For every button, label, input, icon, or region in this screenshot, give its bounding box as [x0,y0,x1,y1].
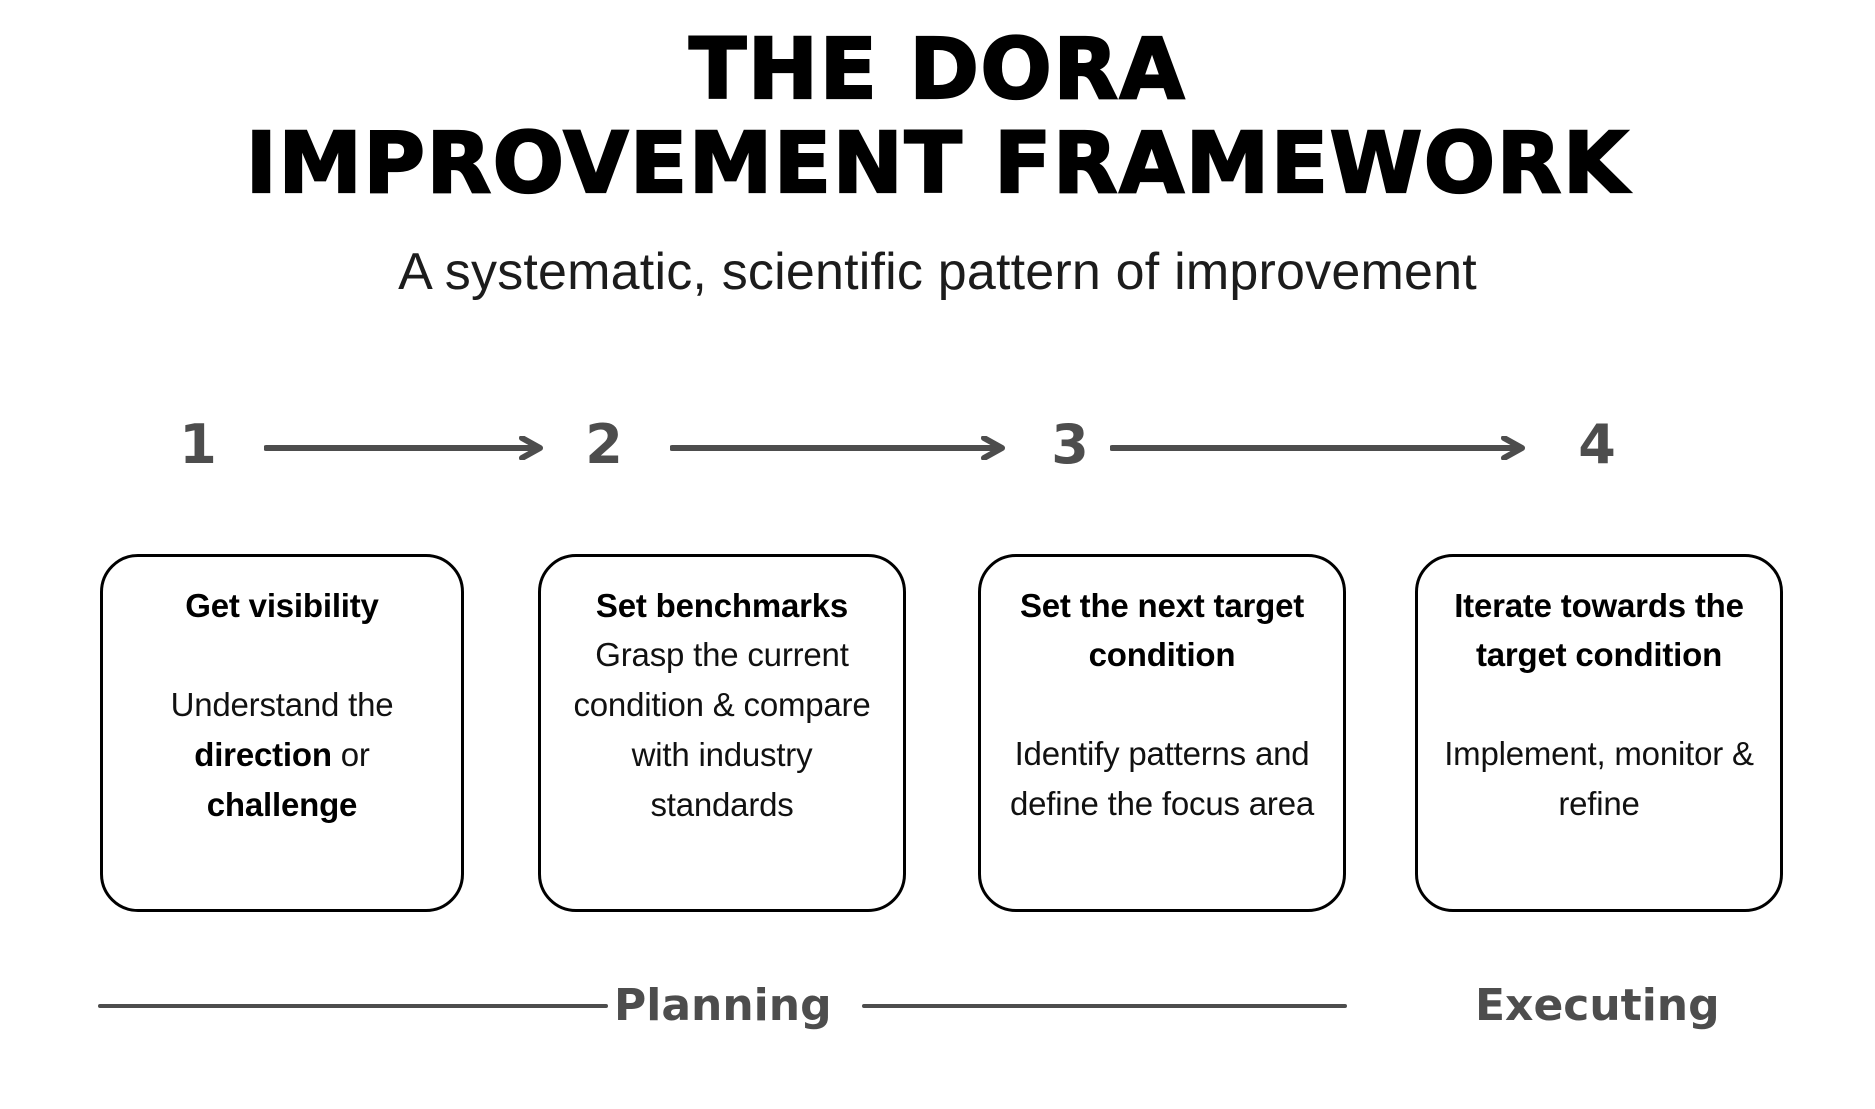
framework-card-2[interactable]: Set benchmarks Grasp the current conditi… [538,554,906,912]
step-number-2: 2 [585,413,623,476]
step-arrow-3-to-4 [1110,436,1530,460]
card-4-heading: Iterate towards the target condition [1454,587,1744,673]
card-1-body-line-1: Understand the [170,686,394,723]
card-1-heading: Get visibility [185,587,379,624]
page-title-line-2: IMPROVEMENT FRAMEWORK [244,114,1630,213]
steps-progression: 1 2 3 4 [0,408,1875,494]
card-1-body: Understand the direction or challenge [171,680,394,830]
card-4-body: Implement, monitor & refine [1444,735,1754,822]
step-number-4: 4 [1578,413,1616,476]
phase-label-executing: Executing [1475,980,1720,1031]
card-1-body-bold-direction: direction [194,736,332,773]
page-header: THE DORA IMPROVEMENT FRAMEWORK A systema… [0,0,1875,301]
card-1-body-conjunction: or [331,736,370,773]
card-3-heading: Set the next target condition [1019,587,1305,673]
phase-bar: Planning Executing [0,975,1875,1045]
framework-card-3[interactable]: Set the next target condition Identify p… [978,554,1346,912]
framework-card-4[interactable]: Iterate towards the target condition Imp… [1415,554,1783,912]
page-title: THE DORA IMPROVEMENT FRAMEWORK [0,0,1875,213]
framework-card-1[interactable]: Get visibility Understand the direction … [100,554,464,912]
step-number-1: 1 [179,413,217,476]
card-1-body-bold-challenge: challenge [206,786,358,823]
step-arrow-2-to-3 [670,436,1010,460]
phase-line-right [862,1004,1347,1008]
page-title-line-1: THE DORA [688,20,1187,118]
card-3-body: Identify patterns and define the focus a… [1009,735,1314,822]
phase-line-left [98,1004,608,1008]
step-number-3: 3 [1051,413,1089,476]
page-subtitle: A systematic, scientific pattern of impr… [398,243,1477,302]
card-2-body: Grasp the current condition & compare wi… [573,636,871,823]
framework-cards: Get visibility Understand the direction … [0,554,1875,914]
step-arrow-1-to-2 [264,436,548,460]
card-2-heading: Set benchmarks [595,587,849,624]
phase-label-planning: Planning [614,980,832,1031]
